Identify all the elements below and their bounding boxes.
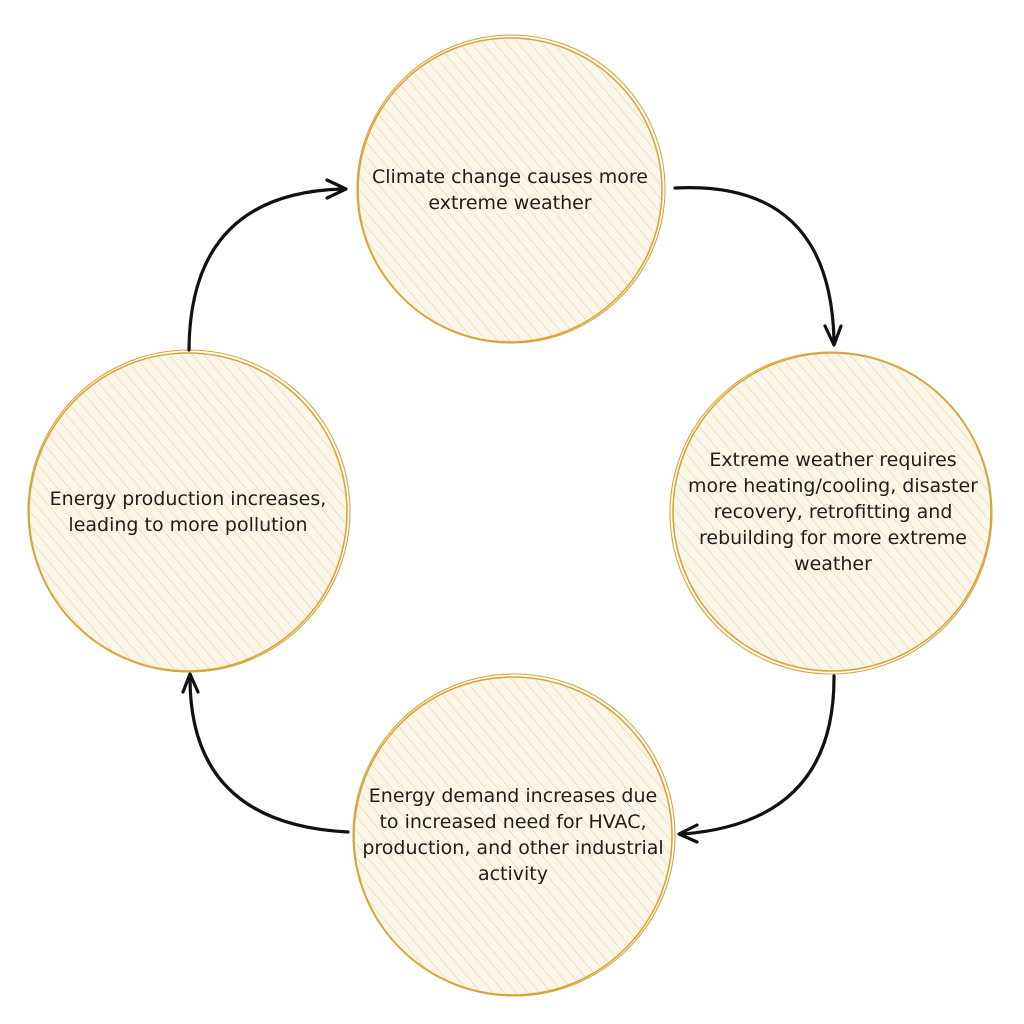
node-climate	[356, 34, 666, 344]
node-climate-label: Climate change causes more extreme weath…	[372, 166, 648, 214]
arrow-extreme-to-demand	[677, 674, 836, 844]
node-extreme	[669, 351, 993, 675]
node-extreme-label: Extreme weather requires more heating/co…	[687, 449, 979, 575]
node-demand	[352, 673, 676, 997]
node-production	[27, 349, 351, 673]
arrow-demand-to-production	[181, 672, 350, 834]
arrow-production-to-climate	[187, 178, 348, 352]
node-production-label: Energy production increases, leading to …	[49, 488, 327, 536]
arrow-climate-to-extreme	[673, 186, 843, 347]
node-demand-label: Energy demand increases due to increased…	[362, 785, 664, 885]
